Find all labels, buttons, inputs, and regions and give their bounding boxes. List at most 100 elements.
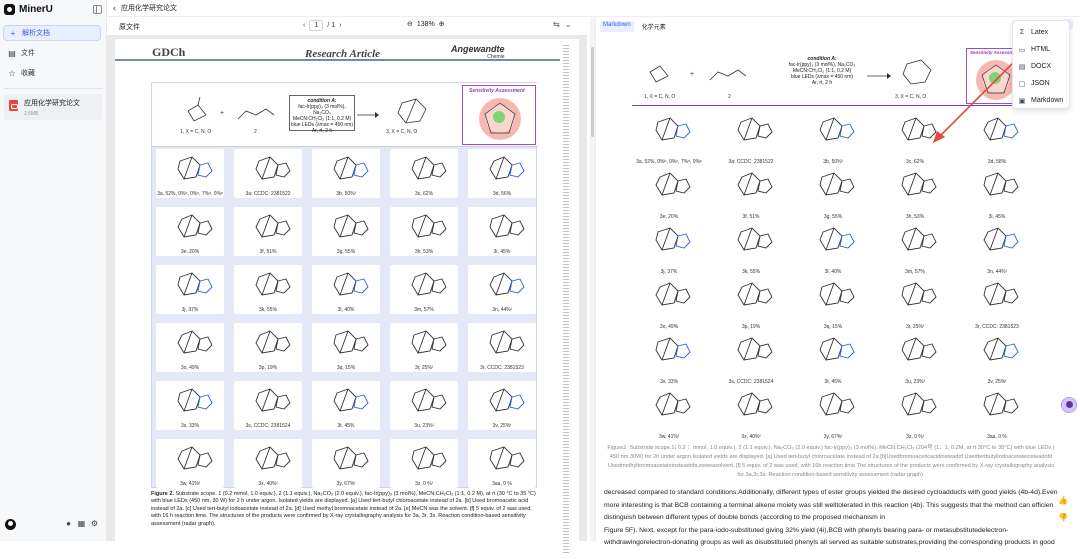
github-icon[interactable]: ● xyxy=(66,519,71,528)
journal-logo: Angewandte Chemie xyxy=(451,44,505,60)
user-avatar[interactable] xyxy=(5,519,16,530)
radar-chart xyxy=(479,98,521,140)
app-logo[interactable]: MinerU xyxy=(4,4,53,15)
pane-scrollbar[interactable] xyxy=(590,17,595,541)
compound-label: 3r, CCDC: 2381523 xyxy=(480,365,524,371)
export-json[interactable]: ▢ JSON xyxy=(1013,75,1069,92)
journal-header: GDCh Research Article Angewandte Chemie xyxy=(115,39,560,61)
compound-label: 3c, 62% xyxy=(414,191,434,197)
caption-text: Substrate scope. 1 (0.2 mmol, 1.0 equiv.… xyxy=(151,491,536,527)
sidebar-item-parse[interactable]: + 解析文档 xyxy=(3,25,101,41)
compound-card: 3i, 45% xyxy=(962,165,1032,221)
molecule-structure xyxy=(333,388,369,412)
export-latex[interactable]: Σ Latex xyxy=(1013,24,1069,41)
thumbs-down-icon[interactable]: 👎 xyxy=(1058,513,1068,522)
compound-label: 3w, 41%ᶠ xyxy=(179,481,201,487)
back-arrow-icon[interactable]: ‹ xyxy=(113,3,116,13)
molecule-structure xyxy=(411,330,447,354)
recent-file-item[interactable]: 应用化学研究论文 2.6MB xyxy=(4,94,102,120)
compound-label: 3s, CCDC: 2381524 xyxy=(728,379,774,385)
reactant-1-label: 1, X = C, N, O xyxy=(180,129,211,135)
molecule-structure xyxy=(333,156,369,180)
thumbs-up-icon[interactable]: 👍 xyxy=(1058,496,1068,505)
compound-label: 3i, 45% xyxy=(493,249,511,255)
page-input[interactable]: 1 xyxy=(309,20,324,31)
molecule-structure xyxy=(411,214,447,238)
compound-label: 3s, CCDC: 2381524 xyxy=(245,423,291,429)
compound-card: 3s, CCDC: 2381524 xyxy=(234,381,302,430)
tab-markdown[interactable]: Markdown xyxy=(600,21,634,32)
sidebar-footer: ● ▦ ⚙ xyxy=(0,517,107,533)
grid-icon[interactable]: ▦ xyxy=(77,519,86,528)
compound-label: 3j, 37% xyxy=(660,269,678,275)
export-markdown[interactable]: ▣ Markdown xyxy=(1013,92,1069,109)
collapse-sidebar-icon[interactable] xyxy=(93,5,102,14)
sidebar: MinerU + 解析文档 ▤ 文件 ☆ 收藏 应用化学研究论文 2.6MB ●… xyxy=(0,0,107,541)
compound-label: 3a: CCDC: 2381522 xyxy=(728,159,774,165)
gear-icon[interactable]: ⚙ xyxy=(90,519,99,528)
molecule-structure xyxy=(737,172,773,196)
molecule-structure xyxy=(901,117,937,141)
molecule-structure xyxy=(177,446,213,470)
scrollbar-thumb[interactable] xyxy=(591,47,594,137)
compound-label: 3m, 57% xyxy=(905,269,925,275)
molecule-structure xyxy=(819,117,855,141)
export-docx[interactable]: ▤ DOCX xyxy=(1013,58,1069,75)
compound-card: 3n, 44%ᶠ xyxy=(468,265,536,314)
condition-line: Ar, rt, 2 h xyxy=(811,80,833,86)
molecule-structure xyxy=(333,214,369,238)
molecule-structure xyxy=(655,172,691,196)
molecule-structure xyxy=(177,214,213,238)
prev-page-icon[interactable]: ‹ xyxy=(303,22,306,29)
compound-label: 3n, 44%ᶠ xyxy=(492,307,512,313)
translate-icon[interactable]: ⇆ xyxy=(553,20,560,29)
compound-label: 3aa, 0 % xyxy=(987,434,1007,440)
compound-card: 3g, 55% xyxy=(312,207,380,256)
result-tabs: Markdown 化学元素 xyxy=(600,21,669,32)
next-page-icon[interactable]: › xyxy=(339,22,342,29)
sidebar-item-label: 文件 xyxy=(21,50,35,57)
zoom-out-icon[interactable]: ⊖ xyxy=(407,21,413,28)
compound-label: 3t, 45% xyxy=(337,423,355,429)
plus-icon: + xyxy=(10,28,16,38)
compound-card: 3w, 41%ᶠ xyxy=(156,439,224,488)
paragraph: Figure 5F). Next, except for the para-io… xyxy=(604,526,1055,547)
chevron-down-icon[interactable]: ⌄ xyxy=(564,20,572,29)
mineru-logo-icon xyxy=(4,4,15,15)
molecule-structure xyxy=(411,156,447,180)
compound-card: 3v, 25%ᶠ xyxy=(468,381,536,430)
condition-line: fac-Ir(ppy)₃ (3 mol%), Na₂CO₃ xyxy=(788,62,856,68)
tab-chemistry[interactable]: 化学元素 xyxy=(641,25,666,31)
molecule-structure xyxy=(819,227,855,251)
journal-subname: Chemie xyxy=(487,54,505,60)
compound-label: 3g, 55% xyxy=(336,249,356,255)
zoom-in-icon[interactable]: ⊕ xyxy=(438,21,445,28)
compound-card: 3a: CCDC: 2381522 xyxy=(716,110,786,166)
sidebar-item-files[interactable]: ▤ 文件 xyxy=(3,45,101,61)
condition-title: condition A: xyxy=(307,98,337,104)
compound-label: 3g, 55% xyxy=(823,214,843,220)
condition-text: condition A: fac-Ir(ppy)₃ (3 mol%), Na₂C… xyxy=(782,56,862,94)
compound-label: 3h, 53% xyxy=(905,214,925,220)
molecule-structure xyxy=(411,446,447,470)
compound-label: 3a, 52%, 0%ᵇ, 0%ᶜ, 7%ᵈ, 0%ᵉ xyxy=(157,191,223,197)
export-html[interactable]: ▭ HTML xyxy=(1013,41,1069,58)
compound-card: 3v, 25%ᶠ xyxy=(962,330,1032,386)
condition-line: Ar, rt, 2 h xyxy=(311,128,333,134)
compound-card: 3a, 52%, 0%ᵇ, 0%ᶜ, 7%ᵈ, 0%ᵉ xyxy=(634,110,704,166)
molecule-structure xyxy=(655,337,691,361)
compound-label: 3s, 33% xyxy=(659,379,679,385)
compound-card: 3r, CCDC: 2381523 xyxy=(962,275,1032,331)
caption-lead: Figure 2. xyxy=(151,491,174,497)
svg-text:+: + xyxy=(690,71,694,78)
molecule-structure xyxy=(177,156,213,180)
markdown-icon: ▣ xyxy=(1018,97,1026,105)
compound-label: 3w, 41%ᶠ xyxy=(658,434,680,440)
sidebar-item-favorites[interactable]: ☆ 收藏 xyxy=(3,65,101,81)
compound-card: 3a, 52%, 0%ᵇ, 0%ᶜ, 7%ᵈ, 0%ᵉ xyxy=(156,149,224,198)
compound-card: 3j, 37% xyxy=(634,220,704,276)
zoom-level: 138% xyxy=(416,20,435,28)
compound-card: 3d, 58% xyxy=(962,110,1032,166)
compound-label: 3k, 55% xyxy=(258,307,278,313)
assistant-avatar[interactable] xyxy=(1061,397,1077,413)
